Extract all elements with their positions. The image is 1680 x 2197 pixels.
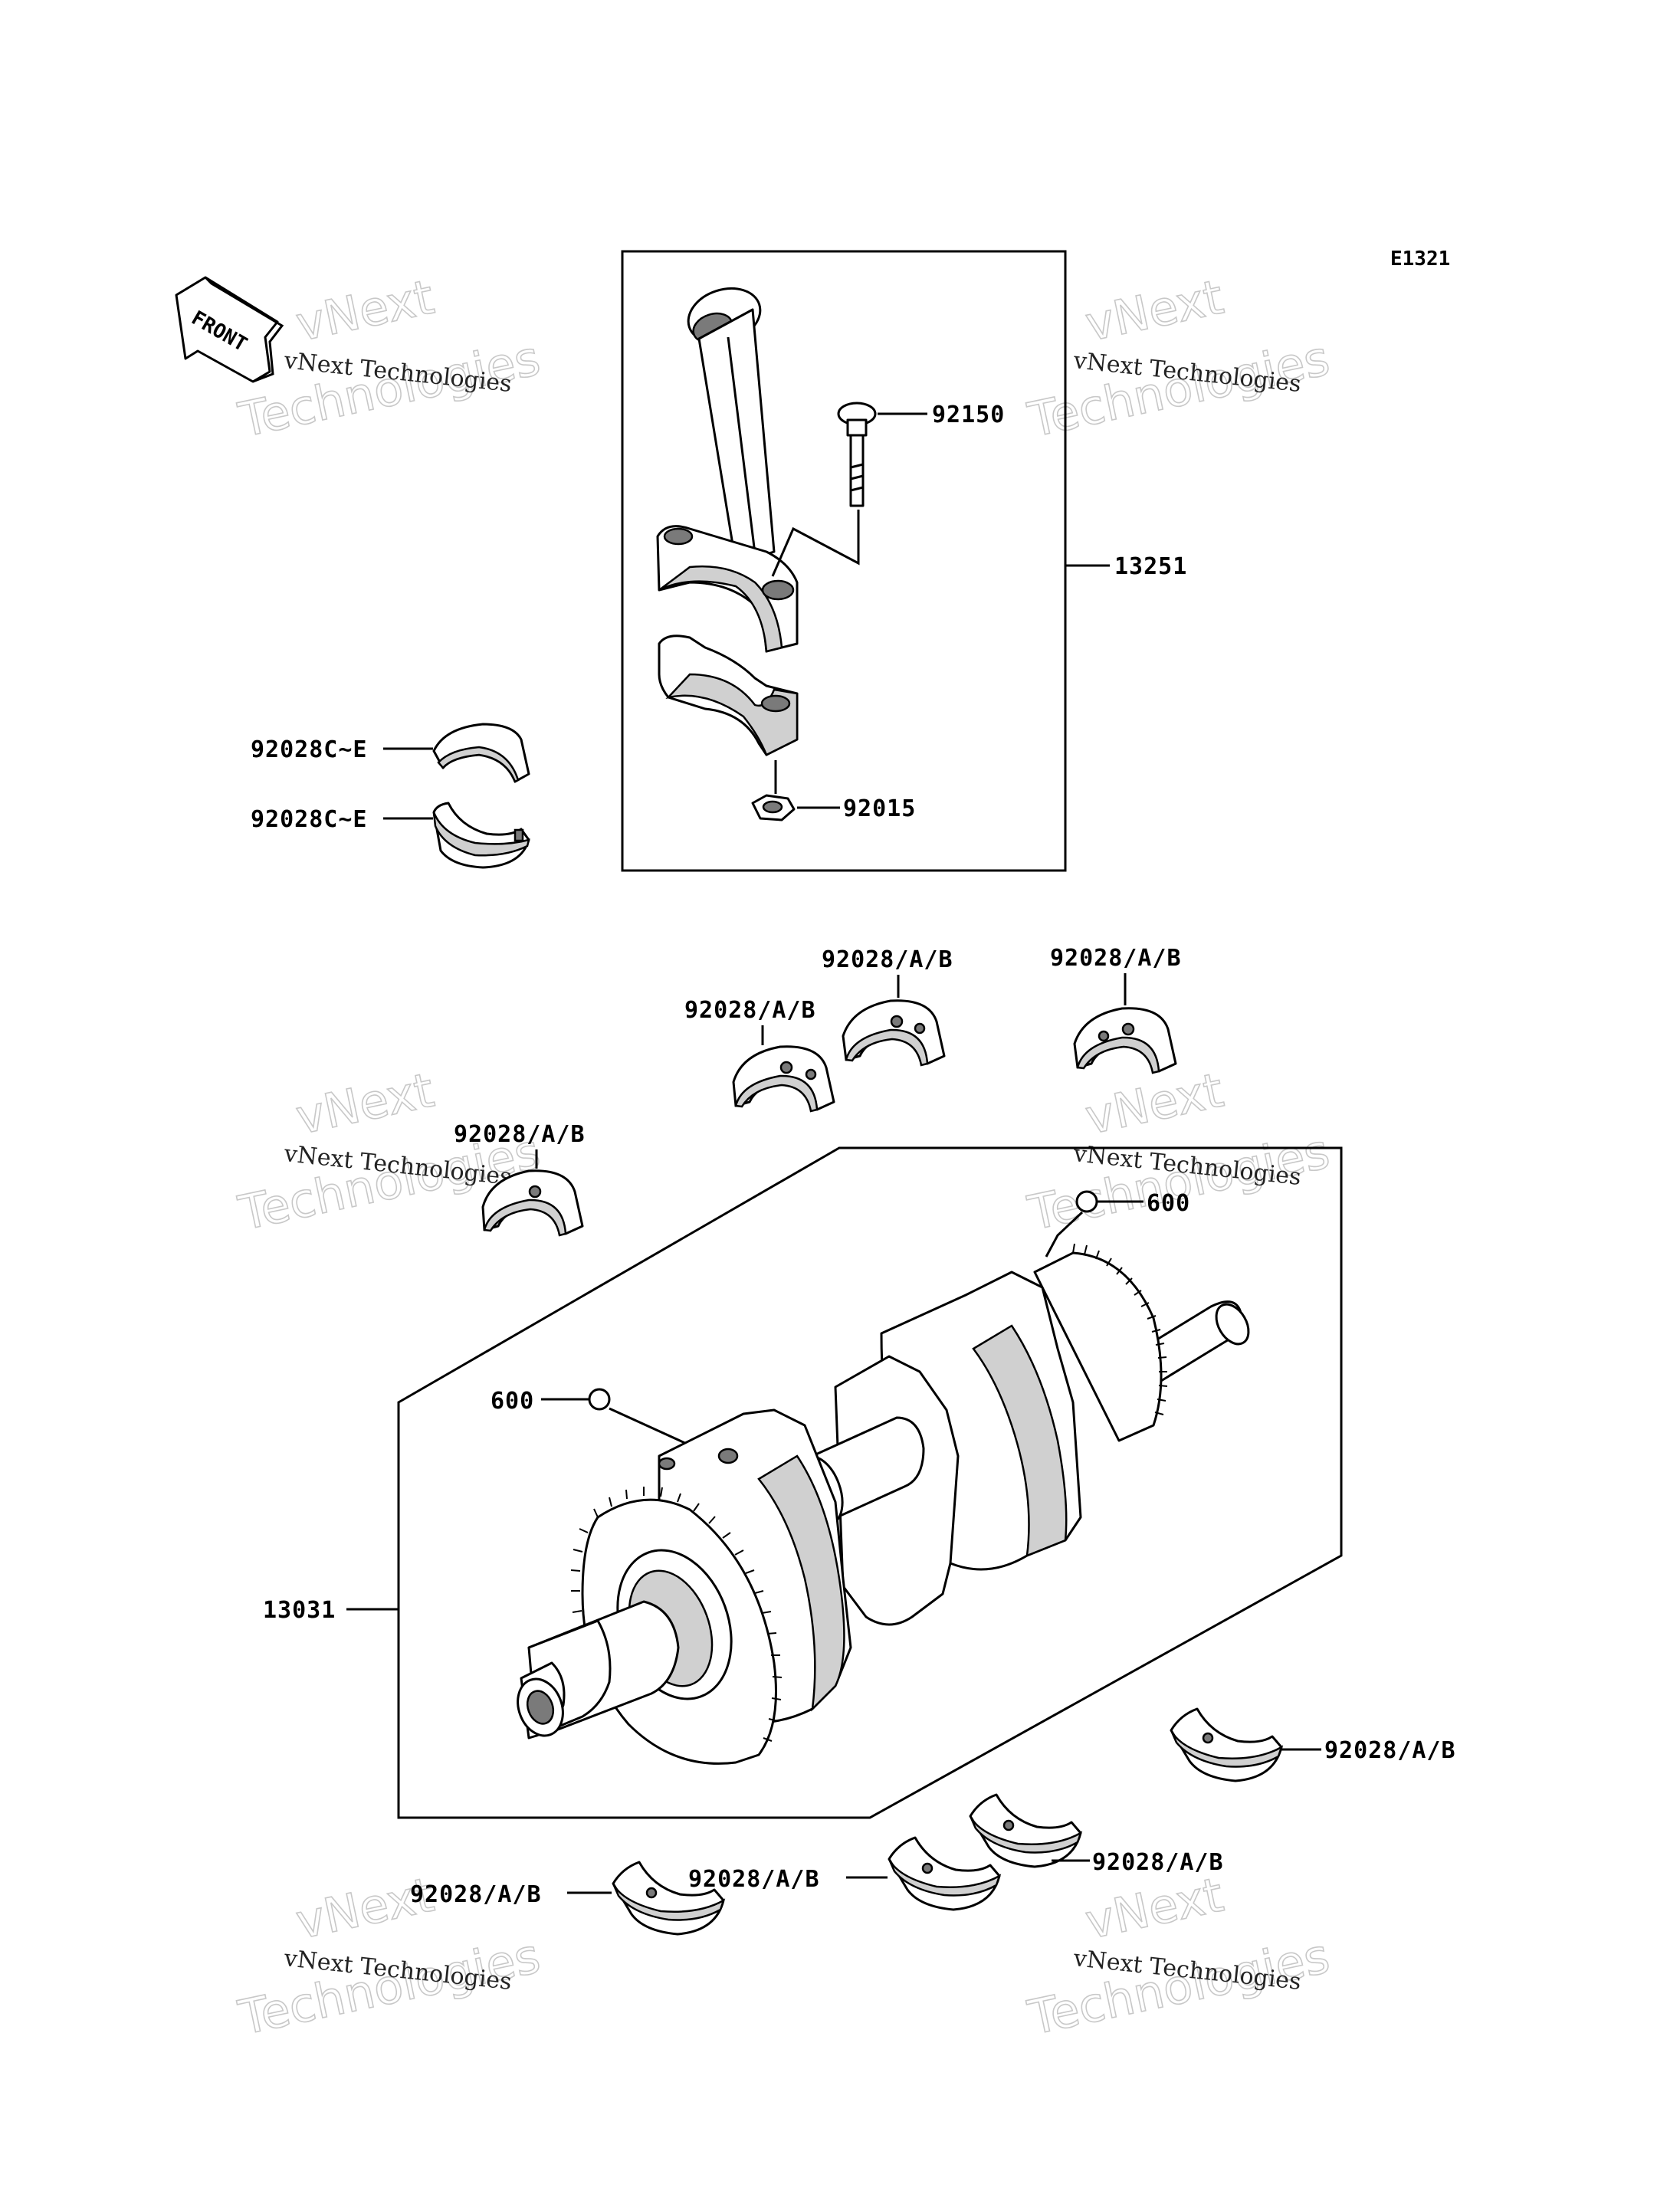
svg-text:vNext: vNext — [1081, 1062, 1228, 1146]
label-92028ce-lower: 92028C~E — [251, 806, 368, 833]
label-92028ab-8: 92028/A/B — [410, 1881, 542, 1908]
label-600-lower: 600 — [491, 1388, 534, 1415]
label-13251: 13251 — [1114, 553, 1187, 580]
main-bearing-5 — [1170, 1707, 1284, 1782]
rod-bearing-upper — [432, 723, 530, 783]
label-92028ab-5: 92028/A/B — [1324, 1737, 1456, 1764]
svg-text:vNext: vNext — [291, 269, 438, 353]
label-92028ce-upper: 92028C~E — [251, 736, 368, 763]
main-bearing-2 — [732, 1045, 835, 1113]
main-bearing-4 — [1073, 1007, 1177, 1074]
crankshaft-frame — [397, 1146, 1343, 1819]
connecting-rod-frame — [621, 250, 1067, 872]
rod-bolt — [837, 402, 877, 507]
label-92028ab-1: 92028/A/B — [454, 1121, 586, 1148]
label-92028ab-4: 92028/A/B — [1050, 945, 1182, 972]
svg-text:vNext: vNext — [291, 1867, 438, 1950]
svg-text:vNext: vNext — [1081, 269, 1228, 353]
label-92150: 92150 — [932, 402, 1005, 428]
main-bearing-6 — [969, 1793, 1083, 1868]
label-92028ab-6: 92028/A/B — [1092, 1849, 1224, 1876]
label-13031: 13031 — [263, 1597, 336, 1624]
label-92015: 92015 — [843, 795, 916, 822]
main-bearing-1 — [481, 1169, 584, 1237]
rod-nut — [751, 794, 796, 821]
connecting-rod — [656, 287, 799, 756]
plug-600-upper — [1075, 1190, 1098, 1213]
front-arrow-icon: FRONT — [175, 276, 284, 383]
label-600-upper: 600 — [1147, 1190, 1190, 1217]
rod-bearing-lower — [432, 802, 530, 869]
plug-600-lower — [588, 1388, 611, 1411]
watermark-bottom-right: vNext Technologies vNext Technologies — [1022, 1866, 1334, 2047]
main-bearing-8 — [612, 1861, 726, 1936]
svg-text:vNext: vNext — [1081, 1867, 1228, 1950]
main-bearing-3 — [842, 999, 946, 1067]
label-92028ab-2: 92028/A/B — [684, 997, 816, 1024]
main-bearing-7 — [888, 1836, 1002, 1911]
label-92028ab-3: 92028/A/B — [822, 946, 953, 973]
label-92028ab-7: 92028/A/B — [688, 1866, 820, 1893]
crankshaft — [517, 1243, 1250, 1765]
svg-text:vNext: vNext — [291, 1062, 438, 1146]
diagram-code: E1321 — [1390, 248, 1450, 271]
bolt-leader — [771, 510, 860, 577]
watermark-top-left: vNext Technologies vNext Technologies — [233, 268, 545, 449]
watermark-top-right: vNext Technologies vNext Technologies — [1022, 268, 1334, 449]
